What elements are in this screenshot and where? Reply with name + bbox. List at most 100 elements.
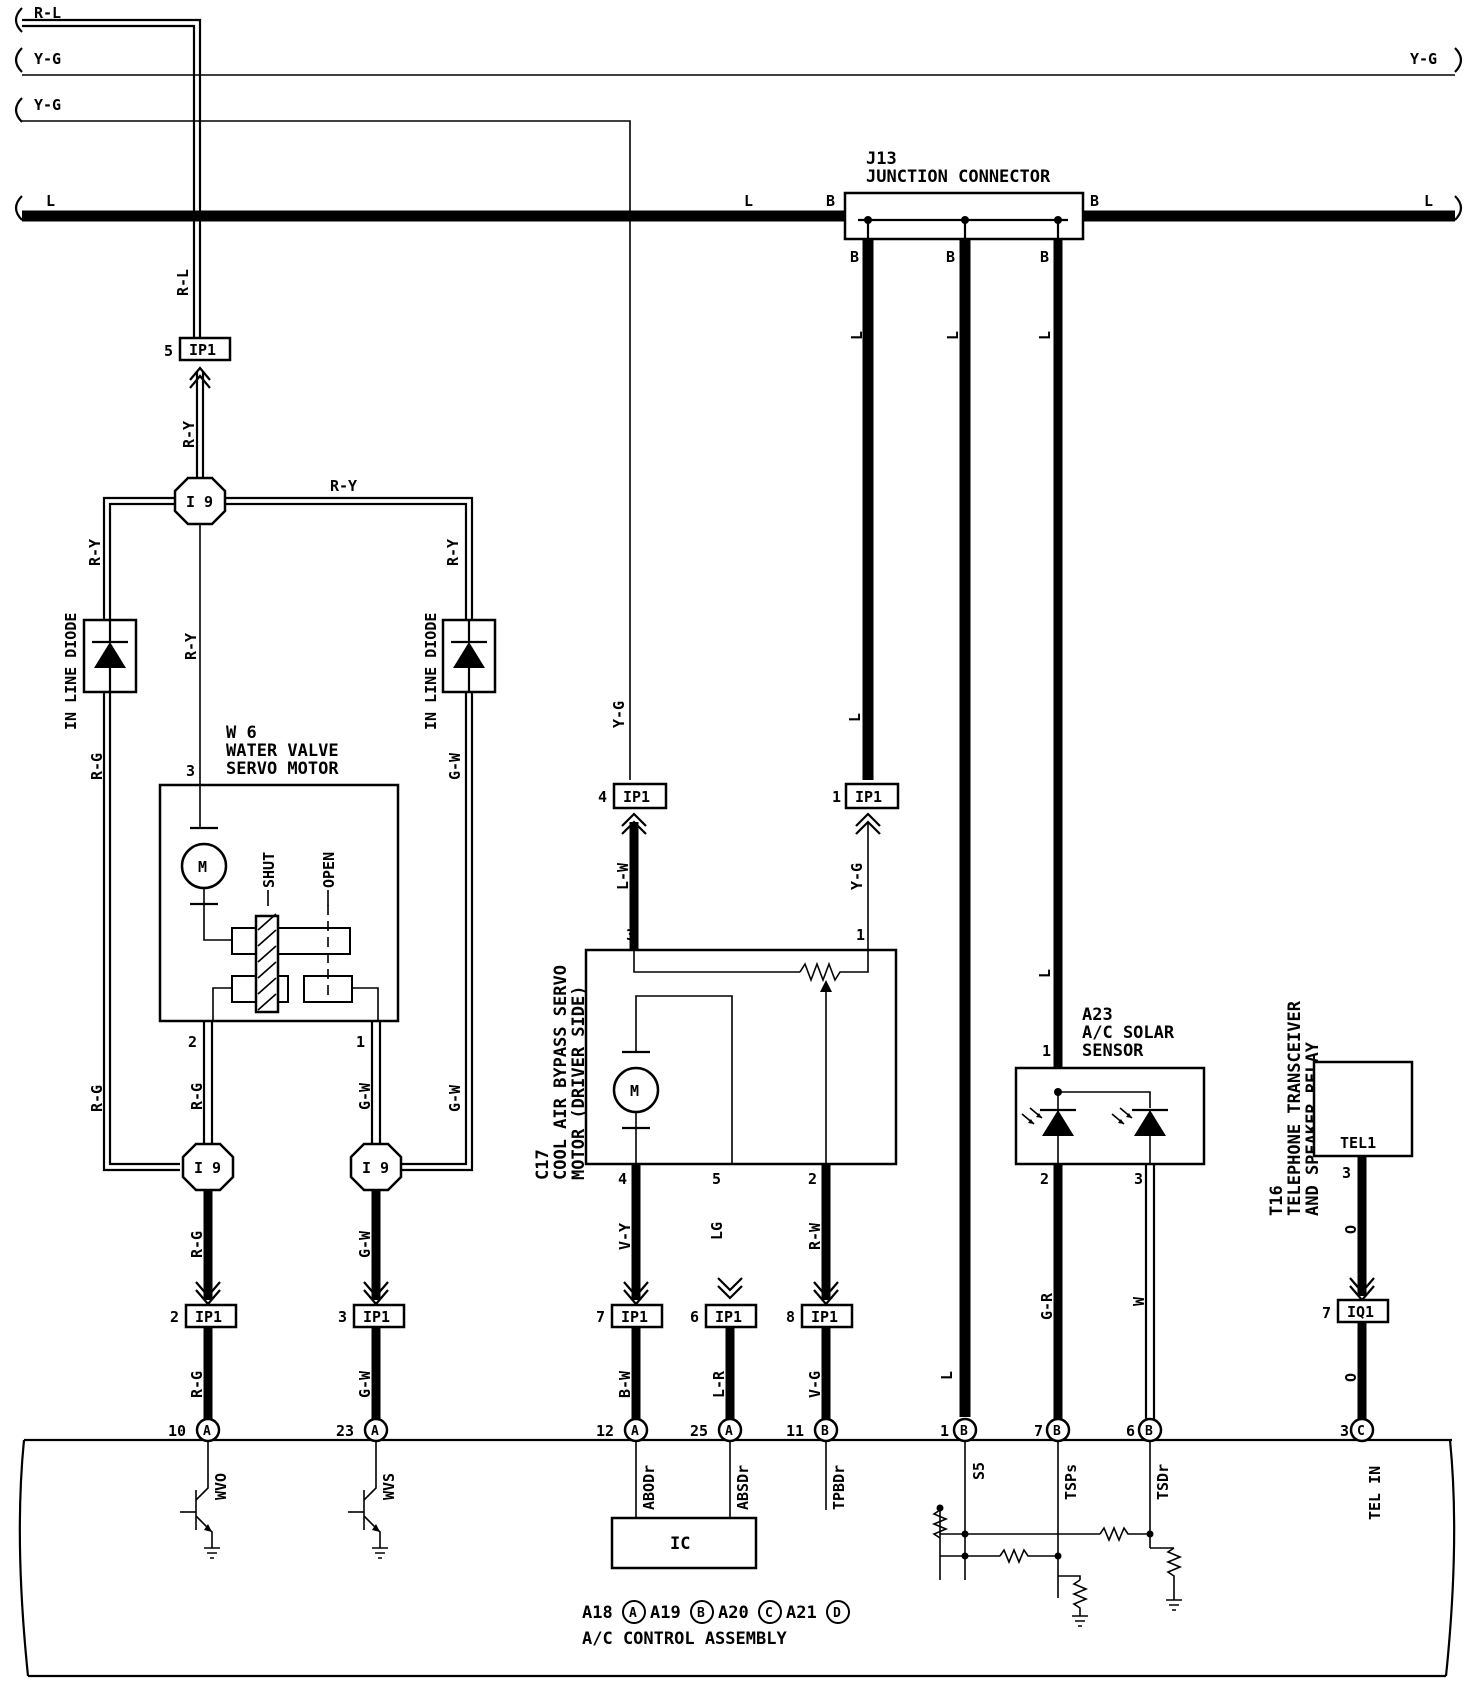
wire-label: G-W <box>446 752 464 780</box>
wire-lg: LG <box>708 1222 743 1300</box>
wire-label: G-W <box>356 1230 374 1258</box>
w6-water-valve-servo-motor: W 6 WATER VALVE SERVO MOTOR 3 M SHUT OPE… <box>158 723 400 1051</box>
wire-label: Y-G <box>848 863 866 890</box>
pin-number: 6 <box>690 1308 699 1326</box>
wire-label: Y-G <box>610 701 628 728</box>
wire-label: G-W <box>356 1082 374 1110</box>
wire-g-w-w6: G-W <box>356 1021 382 1144</box>
wire-label: R-G <box>188 1371 206 1398</box>
c17-cool-air-bypass-servo-motor: 3 1 C17 COOL AIR BYPASS SERVO MOTOR (DRI… <box>533 926 898 1188</box>
wire-label: Y-G <box>34 96 61 114</box>
wire-label: L <box>1036 969 1054 978</box>
wire-label: O <box>1342 1373 1360 1382</box>
connector-label: IP1 <box>363 1308 390 1326</box>
wire-label: L <box>848 331 866 340</box>
wire-label: L <box>1424 192 1433 210</box>
pin-number: 3 <box>1340 1422 1349 1440</box>
i9-connector-lower-left: I 9 <box>181 1142 235 1192</box>
wire-r-g-outer: R-G R-G <box>88 692 180 1172</box>
wire-g-w-lower: G-W G-W <box>356 1190 389 1430</box>
wire-label: B <box>946 248 955 266</box>
i9-connector-top: I 9 <box>173 476 227 526</box>
iq1-connector-pin7: 7 IQ1 <box>1322 1298 1390 1324</box>
pin-number: 5 <box>164 342 173 360</box>
terminal-letter: B <box>1053 1424 1061 1439</box>
pin-number: 7 <box>596 1308 605 1326</box>
terminal-name: TEL IN <box>1366 1466 1384 1520</box>
wire-label: R-W <box>806 1222 824 1250</box>
component-id: W 6 <box>226 723 257 743</box>
wire-y-g-second: Y-G Y-G <box>22 96 631 780</box>
terminal-name: TPBDr <box>830 1465 848 1510</box>
pin-number: 7 <box>1034 1422 1043 1440</box>
wire-label: B <box>850 248 859 266</box>
diode-label: IN LINE DIODE <box>62 613 80 730</box>
ip1-connector-pin8: 8 IP1 <box>786 1303 854 1329</box>
component-id: C17 <box>533 1149 553 1180</box>
pin-number: 3 <box>338 1308 347 1326</box>
motor-symbol: M <box>198 858 207 876</box>
wire-label: Y-G <box>1410 50 1437 68</box>
pin-number: 3 <box>1342 1164 1351 1182</box>
open-label: OPEN <box>320 852 338 888</box>
pin-number: 4 <box>618 1170 627 1188</box>
wire-label: L <box>744 192 753 210</box>
wire-label: R-L <box>34 4 61 22</box>
component-name: TELEPHONE TRANSCEIVER <box>1285 1000 1305 1216</box>
wire-label: V-Y <box>616 1223 634 1250</box>
wire-o-lower: O <box>1342 1322 1367 1420</box>
inline-diode-left: IN LINE DIODE <box>62 613 138 730</box>
j13-drop-wires: L L L L L L <box>846 239 1063 1417</box>
t16-telephone-transceiver: T16 TELEPHONE TRANSCEIVER AND SPEAKER RE… <box>1267 1000 1414 1216</box>
wire-r-y-loop: R-Y R-Y R-Y R-Y <box>86 477 474 790</box>
i9-connector-lower-right: I 9 <box>349 1142 403 1192</box>
pin-number: 1 <box>856 926 865 944</box>
component-name: SENSOR <box>1082 1041 1144 1061</box>
pin-number: 11 <box>786 1422 804 1440</box>
ip1-connector-pin3: 3 IP1 <box>338 1303 406 1329</box>
wire-label: R-G <box>188 1231 206 1258</box>
component-id: T16 <box>1267 1185 1287 1216</box>
terminal-letter: A <box>371 1424 379 1439</box>
pin-number: 3 <box>186 762 195 780</box>
connector-label: IP1 <box>623 788 650 806</box>
connector-label: IP1 <box>189 341 216 359</box>
wire-label: L <box>938 1371 956 1380</box>
component-name: A/C SOLAR <box>1082 1023 1175 1043</box>
terminal-letter: A <box>725 1424 733 1439</box>
wire-label: L <box>944 331 962 340</box>
connector-letter: A <box>629 1606 637 1621</box>
left-break-marks <box>14 7 23 221</box>
assembly-name: A/C CONTROL ASSEMBLY <box>582 1629 787 1649</box>
component-name: SERVO MOTOR <box>226 759 339 779</box>
connector-label: IP1 <box>621 1308 648 1326</box>
wire-l-bus: L L B B L <box>22 192 1455 222</box>
right-break-marks <box>1454 47 1463 221</box>
ic-label: IC <box>670 1534 690 1554</box>
wire-label: R-G <box>188 1083 206 1110</box>
connector-id: A20 <box>718 1603 749 1623</box>
connector-id: A19 <box>650 1603 681 1623</box>
pin-number: 5 <box>712 1170 721 1188</box>
pin-number: 6 <box>1126 1422 1135 1440</box>
component-name: MOTOR (DRIVER SIDE) <box>569 986 589 1180</box>
connector-label: IP1 <box>715 1308 742 1326</box>
wire-label: Y-G <box>34 50 61 68</box>
pin-number: 23 <box>336 1422 354 1440</box>
wire-label: R-G <box>88 753 106 780</box>
wire-r-y-main: R-Y <box>180 372 205 478</box>
terminal-letter: C <box>1357 1424 1365 1439</box>
pin-number: 2 <box>1040 1170 1049 1188</box>
terminal-letter: A <box>631 1424 639 1439</box>
transistor-wvs <box>348 1441 388 1559</box>
terminal-letter: B <box>960 1424 968 1439</box>
pin-number: 3 <box>1134 1170 1143 1188</box>
wire-label: L <box>46 192 55 210</box>
ip1-connector-pin6: 6 IP1 <box>690 1303 758 1329</box>
component-name: COOL AIR BYPASS SERVO <box>551 965 571 1180</box>
wire-r-w: R-W <box>806 1164 839 1306</box>
component-id: A23 <box>1082 1005 1113 1025</box>
ip1-connector-pin2: 2 IP1 <box>170 1303 238 1329</box>
ip1-connector-pin4: 4 IP1 <box>598 782 668 835</box>
